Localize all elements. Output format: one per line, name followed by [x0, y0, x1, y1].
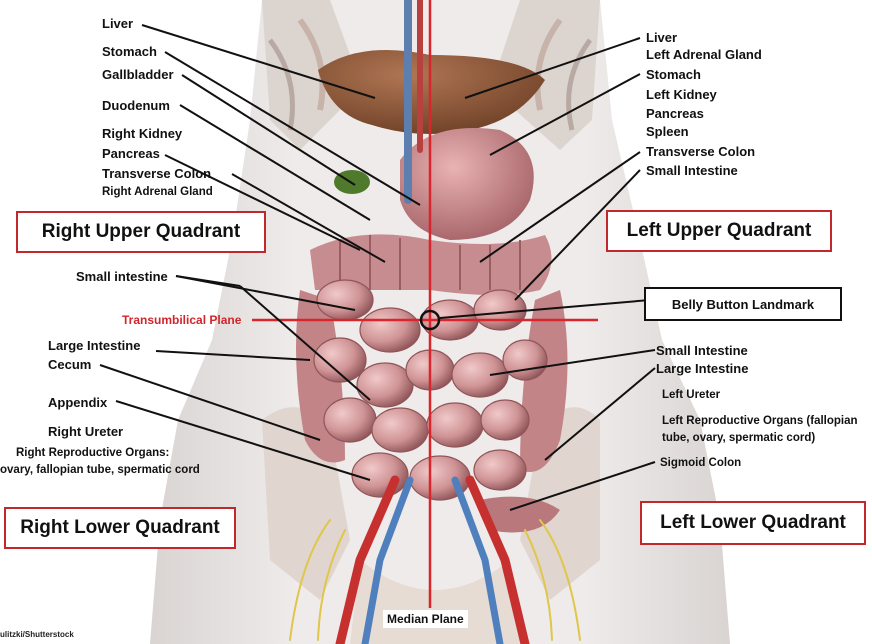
- label-left-stomach: Stomach: [646, 67, 701, 82]
- label-left-adrenal: Left Adrenal Gland: [646, 47, 762, 62]
- stomach: [400, 128, 534, 240]
- leader-lines-left: [439, 37, 656, 511]
- quadrant-right-upper: Right Upper Quadrant: [16, 211, 266, 253]
- label-right-duodenum: Duodenum: [102, 98, 170, 113]
- label-cecum: Cecum: [48, 357, 92, 372]
- label-right-small-intestine: Small intestine: [76, 269, 168, 284]
- label-right-repro-1: Right Reproductive Organs:: [16, 447, 170, 459]
- quadrant-left-lower: Left Lower Quadrant: [640, 501, 866, 545]
- label-right-stomach: Stomach: [102, 44, 157, 59]
- blood-vessels: [289, 0, 581, 644]
- ribs-left: [500, 0, 600, 150]
- ribs-right: [262, 0, 352, 150]
- leader-lines-right: [99, 24, 421, 481]
- label-left-spleen: Spleen: [646, 124, 689, 139]
- image-credit: ulitzki/Shutterstock: [0, 630, 74, 639]
- label-right-adrenal: Right Adrenal Gland: [102, 186, 213, 198]
- liver: [318, 50, 545, 134]
- belly-button-landmark: Belly Button Landmark: [644, 287, 842, 321]
- label-left-large-intestine: Large Intestine: [656, 361, 749, 376]
- label-left-small-intestine: Small Intestine: [646, 163, 738, 178]
- label-right-liver: Liver: [102, 16, 134, 31]
- sigmoid-colon: [480, 496, 560, 533]
- label-left-pancreas: Pancreas: [646, 106, 704, 121]
- label-right-transverse-colon: Transverse Colon: [102, 166, 212, 181]
- label-left-repro-2: tube, ovary, spermatic cord): [662, 432, 816, 444]
- belly-button-marker: [419, 309, 441, 331]
- label-appendix: Appendix: [48, 395, 108, 410]
- label-left-liver: Liver: [646, 30, 678, 45]
- descending-colon: [520, 290, 568, 472]
- label-right-large-intestine: Large Intestine: [48, 338, 141, 353]
- label-right-pancreas: Pancreas: [102, 146, 160, 161]
- quadrant-right-lower: Right Lower Quadrant: [4, 507, 236, 549]
- label-left-repro-1: Left Reproductive Organs (fallopian: [662, 415, 858, 427]
- label-median-plane: Median Plane: [383, 610, 468, 628]
- label-left-ureter: Left Ureter: [662, 389, 721, 401]
- label-right-gallbladder: Gallbladder: [102, 67, 174, 82]
- label-left-kidney: Left Kidney: [646, 87, 717, 102]
- quadrant-left-upper: Left Upper Quadrant: [606, 210, 832, 252]
- label-sigmoid-colon: Sigmoid Colon: [660, 457, 742, 469]
- label-right-ureter: Right Ureter: [48, 424, 124, 439]
- label-transumbilical-plane: Transumbilical Plane: [122, 313, 242, 327]
- label-left-transverse-colon: Transverse Colon: [646, 144, 756, 159]
- label-left-small-intestine-lower: Small Intestine: [656, 343, 748, 358]
- label-right-repro-2: ovary, fallopian tube, spermatic cord: [0, 464, 200, 476]
- label-right-kidney: Right Kidney: [102, 126, 183, 141]
